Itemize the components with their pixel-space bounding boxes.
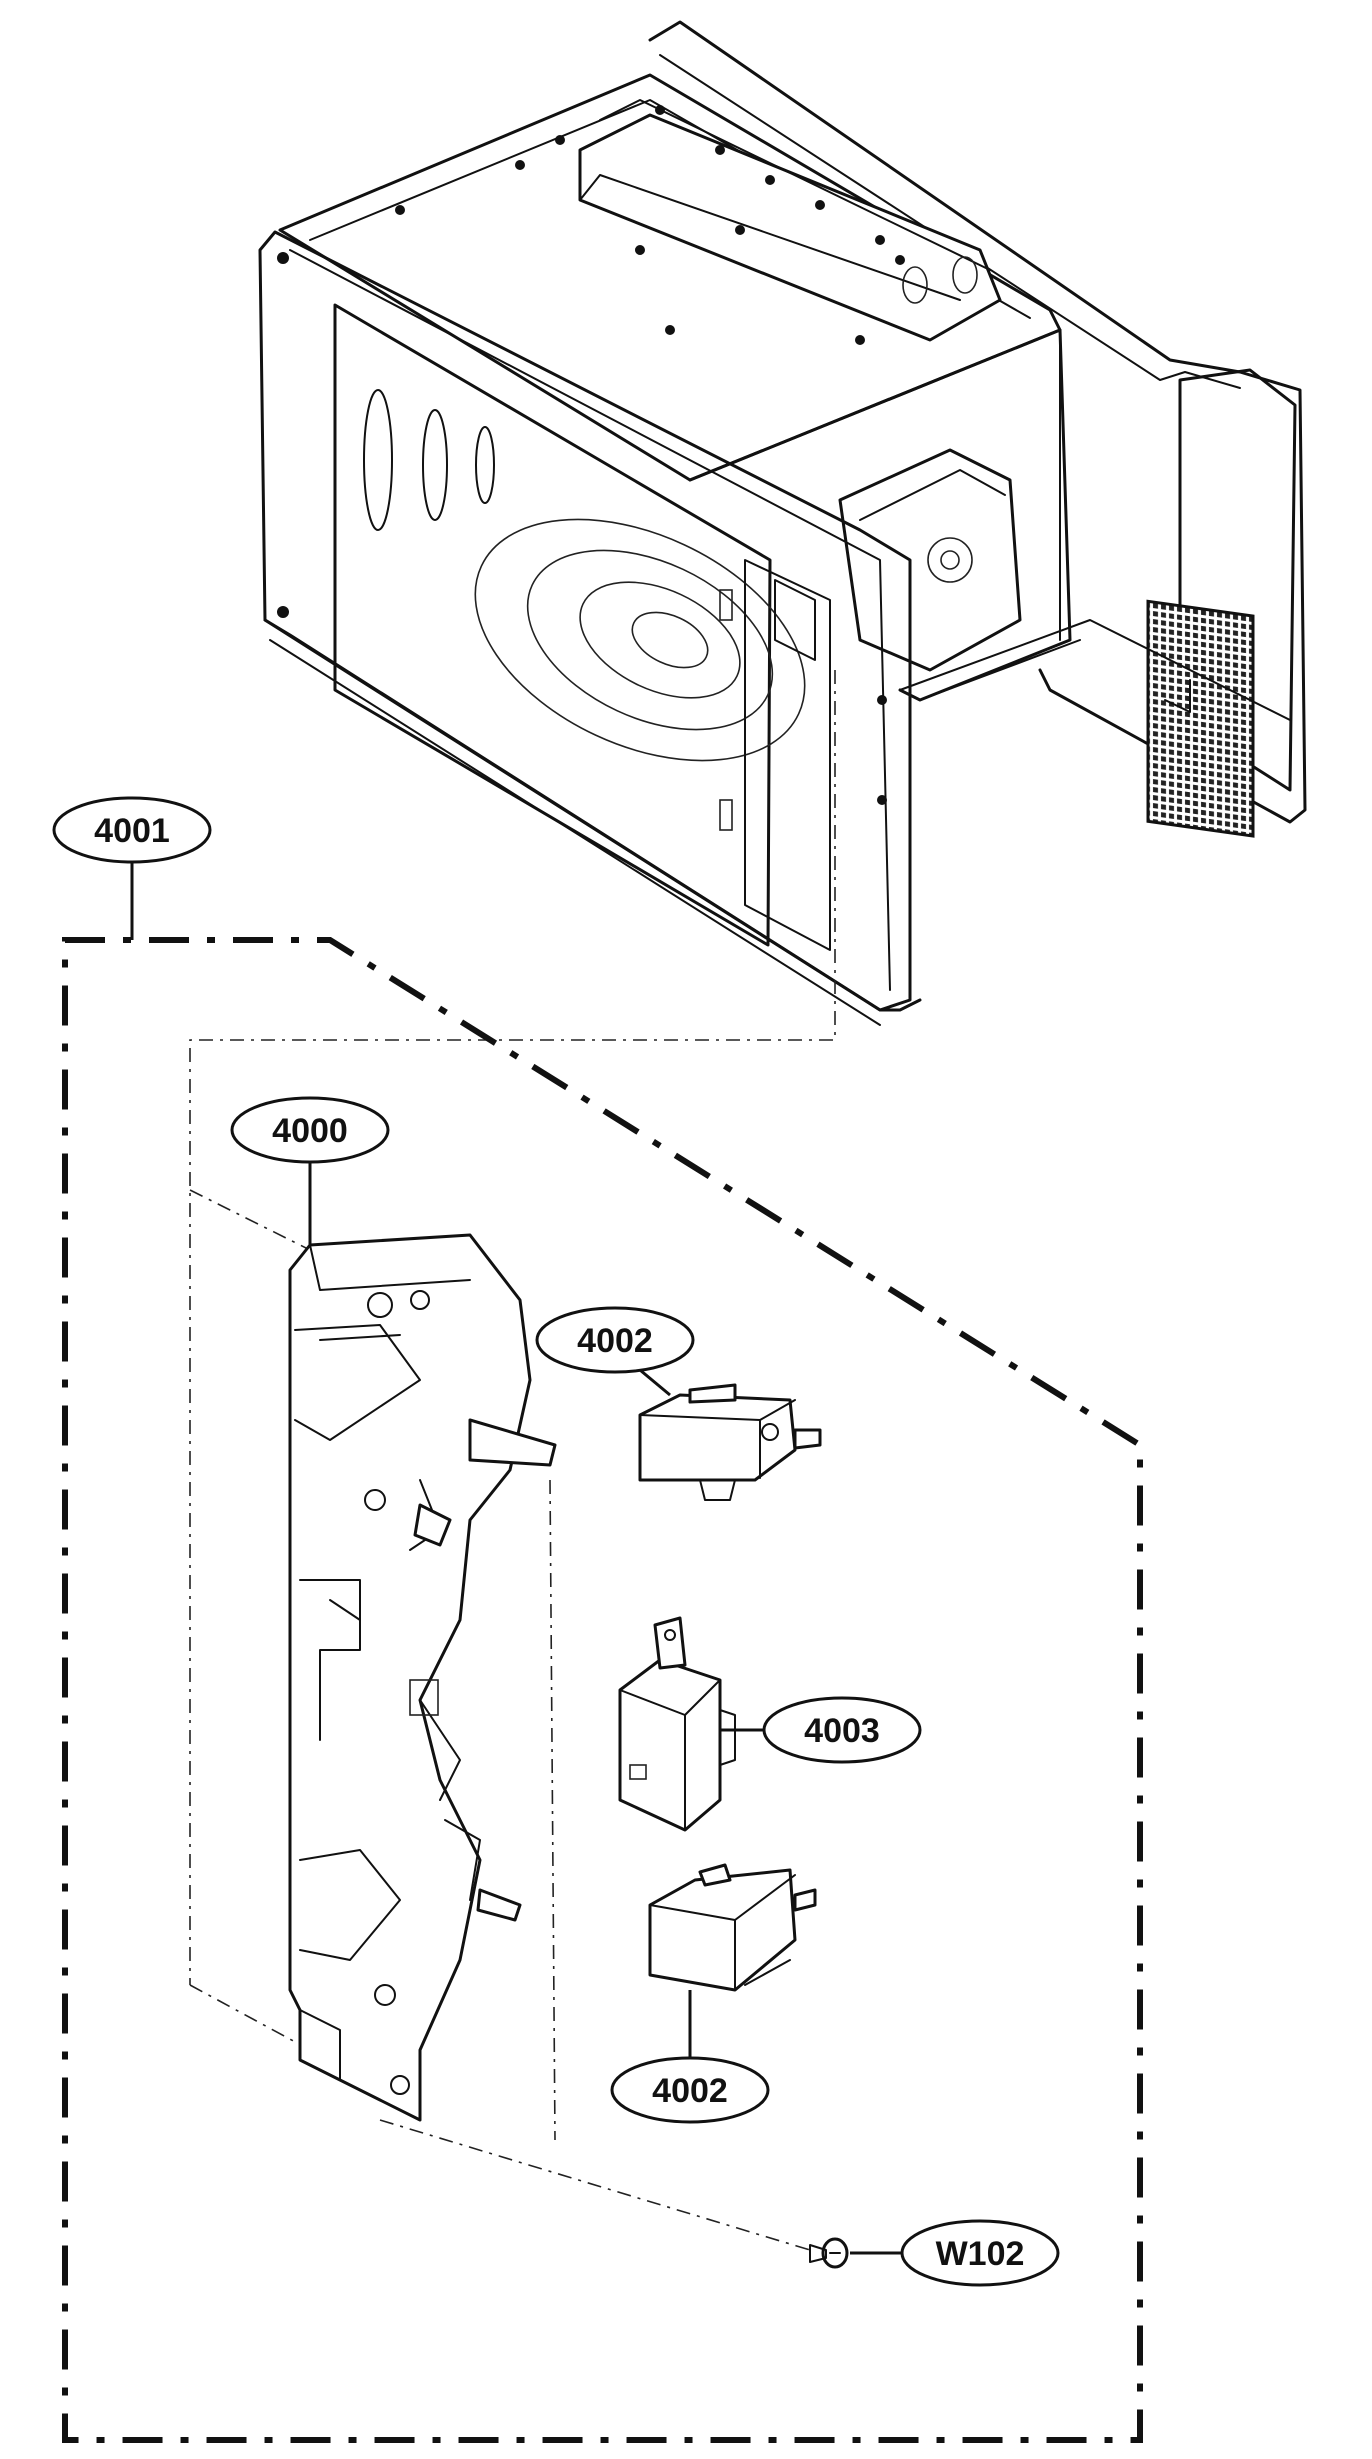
- callout-4001-label: 4001: [94, 812, 170, 850]
- vent-grille: [1146, 599, 1255, 838]
- assembly-boundary: [62, 937, 1143, 2443]
- projection-lines: [189, 670, 836, 2251]
- top-rivets: [395, 105, 905, 345]
- callout-w102: W102: [900, 2219, 1060, 2287]
- turntable: [474, 518, 806, 762]
- latch-board: [288, 1233, 557, 2122]
- microswitch-bottom: [648, 1863, 817, 1992]
- callout-4000: 4000: [230, 1096, 390, 1164]
- magnetron: [838, 448, 1022, 672]
- microwave-chassis: [258, 20, 1307, 1026]
- microswitch-top: [638, 1383, 822, 1501]
- callout-4002-bottom: 4002: [610, 2056, 770, 2124]
- callout-4002-bottom-label: 4002: [652, 2072, 728, 2110]
- callout-4003: 4003: [762, 1696, 922, 1764]
- callout-4001: 4001: [52, 796, 212, 864]
- callout-w102-label: W102: [936, 2235, 1025, 2273]
- callout-4002-top-label: 4002: [577, 1322, 653, 1360]
- callout-4000-label: 4000: [272, 1112, 348, 1150]
- screw: [809, 2237, 849, 2269]
- callout-4003-label: 4003: [804, 1712, 880, 1750]
- microswitch-middle: [618, 1616, 736, 1832]
- leader-lines: [130, 860, 905, 2255]
- callout-4002-top: 4002: [535, 1306, 695, 1374]
